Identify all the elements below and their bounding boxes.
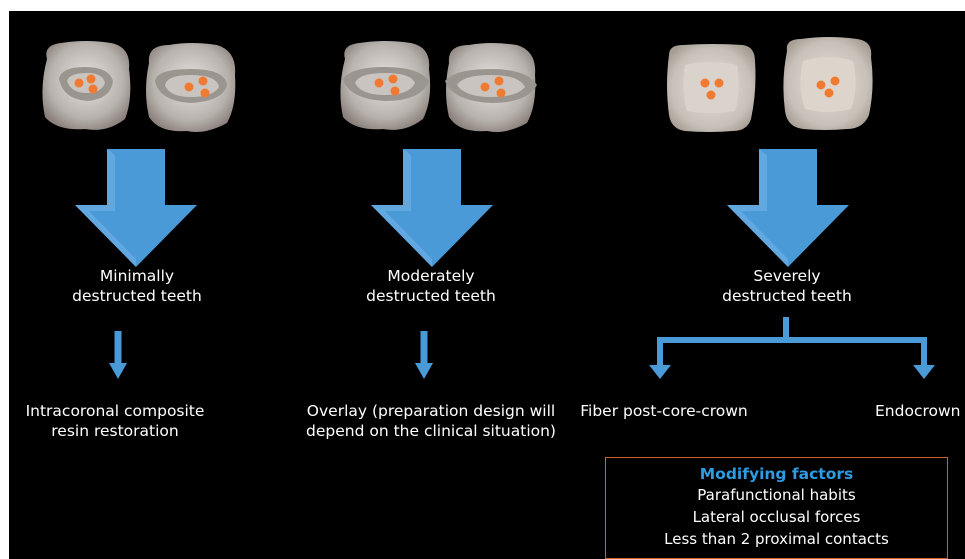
tooth-photo-severe-2 — [779, 35, 877, 133]
modifying-factors-box: Modifying factors Parafunctional habits … — [605, 457, 948, 559]
tooth-photo-severe-1 — [663, 41, 759, 133]
category-label-minimal: Minimally destructed teeth — [57, 266, 217, 306]
category-line: Moderately — [351, 266, 511, 286]
modifying-factor-item: Less than 2 proximal contacts — [606, 528, 947, 550]
down-arrow-icon — [371, 149, 493, 267]
category-line: Minimally — [57, 266, 217, 286]
tooth-photo-moderate-2 — [441, 41, 541, 135]
outcome-label-endocrown: Endocrown — [875, 401, 965, 421]
outcome-line: depend on the clinical situation) — [281, 421, 581, 441]
tooth-photo-minimal-2 — [141, 41, 241, 135]
down-arrow-icon — [727, 149, 849, 267]
down-arrow-icon — [75, 149, 197, 267]
small-down-arrow-icon — [415, 331, 433, 379]
category-line: destructed teeth — [707, 286, 867, 306]
modifying-factor-item: Parafunctional habits — [606, 484, 947, 506]
tooth-photo-minimal-1 — [37, 39, 135, 133]
modifying-factor-item: Lateral occlusal forces — [606, 506, 947, 528]
outcome-line: Intracoronal composite — [15, 401, 215, 421]
category-label-severe: Severely destructed teeth — [707, 266, 867, 306]
category-label-moderate: Moderately destructed teeth — [351, 266, 511, 306]
category-line: Severely — [707, 266, 867, 286]
category-line: destructed teeth — [57, 286, 217, 306]
diagram-canvas: Minimally destructed teeth Moderately de… — [9, 11, 965, 559]
outcome-label-fiber-post: Fiber post-core-crown — [579, 401, 749, 421]
outcome-label-minimal: Intracoronal composite resin restoration — [15, 401, 215, 441]
small-down-arrow-icon — [109, 331, 127, 379]
outcome-line: Overlay (preparation design will — [281, 401, 581, 421]
modifying-factors-title: Modifying factors — [606, 464, 947, 484]
category-line: destructed teeth — [351, 286, 511, 306]
outcome-label-moderate: Overlay (preparation design will depend … — [281, 401, 581, 441]
outcome-line: resin restoration — [15, 421, 215, 441]
branch-connector — [647, 317, 939, 379]
tooth-photo-moderate-1 — [335, 39, 435, 133]
